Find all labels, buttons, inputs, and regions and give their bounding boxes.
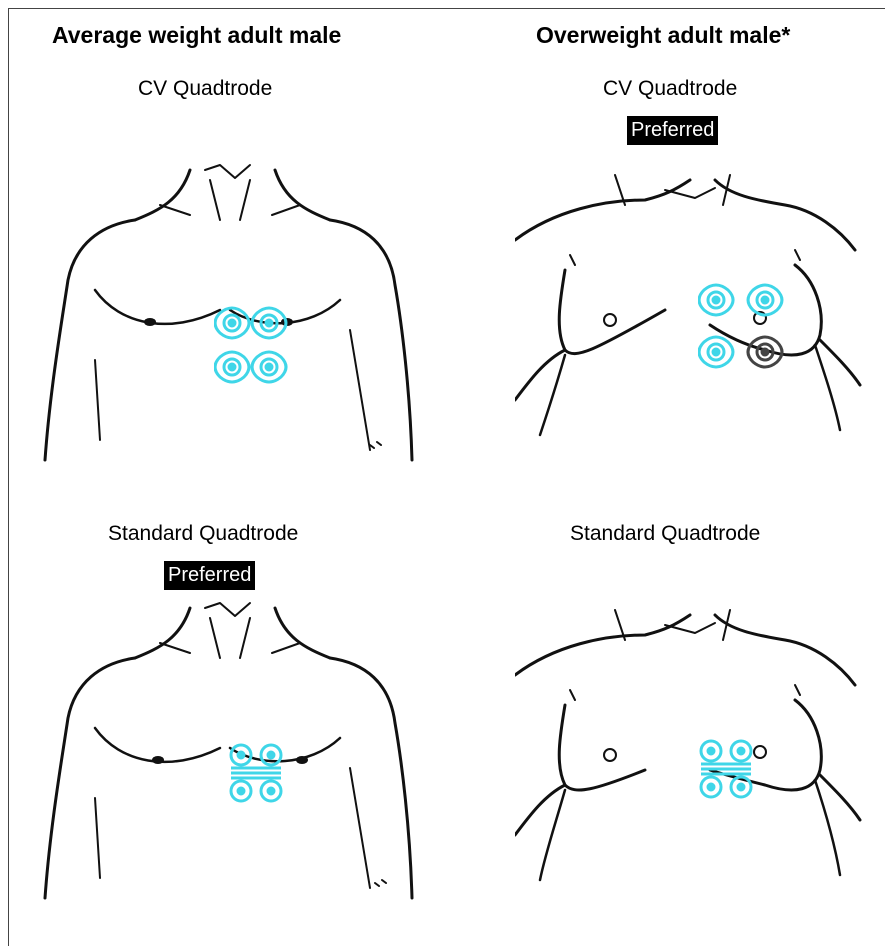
- preferred-badge-avg-std: Preferred: [164, 561, 255, 590]
- column-title-overweight: Overweight adult male*: [536, 22, 790, 49]
- electrode-pad-icon: [699, 337, 733, 367]
- preferred-badge-over-cv: Preferred: [627, 116, 718, 145]
- electrode-group-over-std: [698, 738, 754, 800]
- electrode-group-over-cv: [698, 280, 788, 375]
- electrode-pad-icon: [215, 308, 249, 338]
- electrode-pad-icon: [701, 741, 751, 797]
- electrode-pad-icon: [231, 745, 281, 801]
- electrode-pad-icon: [748, 337, 782, 367]
- electrode-pad-icon: [699, 285, 733, 315]
- electrode-pad-icon: [252, 352, 286, 382]
- panel-label-avg-std: Standard Quadtrode: [108, 522, 298, 546]
- panel-label-over-std: Standard Quadtrode: [570, 522, 760, 546]
- electrode-group-avg-cv: [214, 305, 288, 387]
- electrode-pad-icon: [252, 308, 286, 338]
- panel-label-over-cv: CV Quadtrode: [603, 77, 737, 101]
- torso-over-std: [515, 605, 875, 895]
- torso-over-cv: [515, 170, 875, 450]
- column-title-average: Average weight adult male: [52, 22, 341, 49]
- electrode-pad-icon: [748, 285, 782, 315]
- panel-label-avg-cv: CV Quadtrode: [138, 77, 272, 101]
- electrode-pad-icon: [215, 352, 249, 382]
- electrode-group-avg-std: [228, 742, 284, 804]
